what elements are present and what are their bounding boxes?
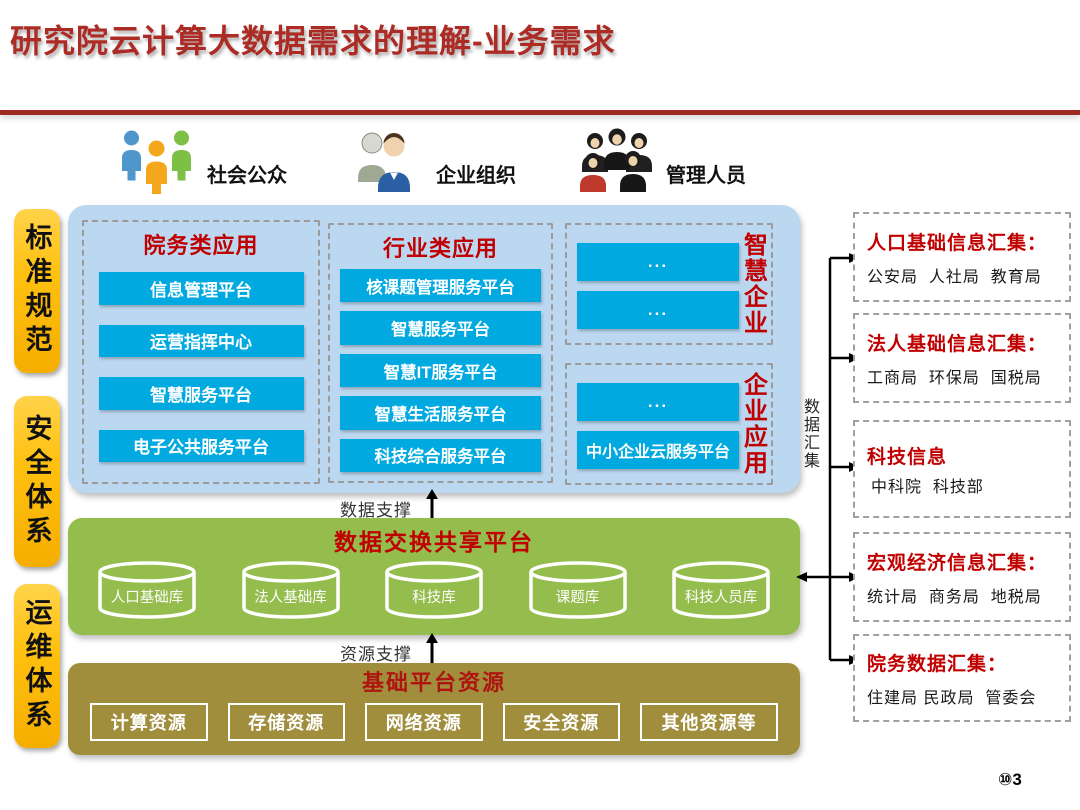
user-group-enterprise: 企业组织: [352, 130, 516, 194]
exchange-title: 数据交换共享平台: [334, 529, 534, 555]
collect-sources: 工商局 环保局 国税局: [867, 369, 1042, 387]
base-platform-panel: 基础平台资源 计算资源 存储资源 网络资源 安全资源 其他资源等: [68, 663, 800, 755]
page-title: 研究院云计算大数据需求的理解-业务需求: [10, 23, 616, 59]
platform-item: 科技综合服务平台: [340, 438, 541, 473]
platform-item: 中小企业云服务平台: [577, 431, 739, 469]
collect-title: 人口基础信息汇集：: [867, 232, 1048, 254]
platform-item: 智慧服务平台: [98, 377, 304, 410]
database-label: 法人基础库: [254, 590, 327, 606]
data-exchange-panel: 数据交换共享平台 人口基础库 法人基础库 科技库 课题库 科技人员库: [68, 518, 800, 635]
collect-box-legal: 法人基础信息汇集： 工商局 环保局 国税局: [853, 313, 1071, 403]
group-title: 企业应用: [739, 372, 767, 476]
database-label: 人口基础库: [110, 590, 184, 606]
managers-users-icon: [580, 128, 652, 192]
collect-title: 院务数据汇集：: [867, 653, 1008, 675]
group-title: 行业类应用: [382, 236, 498, 261]
user-group-label: 企业组织: [436, 165, 516, 187]
database-cylinder: 科技人员库: [668, 559, 774, 621]
up-arrow-icon: [426, 633, 438, 665]
user-group-label: 管理人员: [666, 165, 746, 187]
database-cylinder: 人口基础库: [94, 559, 200, 621]
public-users-icon: [122, 130, 191, 194]
group-title: 智慧企业: [739, 232, 767, 336]
group-title: 院务类应用: [143, 233, 259, 258]
platform-item: 信息管理平台: [98, 272, 304, 305]
app-group-smart-enterprise: ... ... 智慧企业: [565, 223, 773, 345]
app-group-enterprise-apps: ... 中小企业云服务平台 企业应用: [565, 363, 773, 485]
platform-item: ...: [577, 243, 739, 281]
resource-box: 存储资源: [227, 703, 346, 741]
collect-box-macroeconomy: 宏观经济信息汇集： 统计局 商务局 地税局: [853, 532, 1071, 622]
user-group-managers: 管理人员: [578, 128, 746, 194]
application-layer-panel: 院务类应用 信息管理平台 运营指挥中心 智慧服务平台 电子公共服务平台 行业类应…: [68, 205, 800, 493]
database-label: 课题库: [555, 590, 600, 606]
collect-title: 法人基础信息汇集：: [867, 333, 1048, 355]
platform-item: 核课题管理服务平台: [340, 269, 541, 303]
platform-item: ...: [577, 291, 739, 329]
data-support-label: 数据支撑: [340, 501, 412, 520]
platform-item: 运营指挥中心: [98, 324, 304, 357]
user-group-public: 社会公众: [115, 128, 287, 194]
platform-item: 智慧服务平台: [340, 311, 541, 345]
database-label: 科技人员库: [684, 590, 758, 606]
platform-item: 智慧生活服务平台: [340, 396, 541, 430]
up-arrow-icon: [426, 489, 438, 519]
user-group-label: 社会公众: [207, 165, 287, 187]
pillar-standards: 标准规范: [14, 209, 60, 373]
pillar-operations: 运维体系: [14, 584, 60, 748]
collect-sources: 统计局 商务局 地税局: [867, 588, 1042, 606]
pillar-label: 运维体系: [21, 598, 52, 734]
data-collection-label: 数据汇集: [801, 398, 818, 470]
database-cylinder: 法人基础库: [238, 559, 344, 621]
pillar-security: 安全体系: [14, 396, 60, 567]
collect-title: 科技信息: [867, 446, 948, 468]
collect-sources: 公安局 人社局 教育局: [867, 268, 1042, 286]
database-cylinder: 科技库: [381, 559, 487, 621]
page-number: ⑩3: [998, 770, 1022, 789]
base-platform-title: 基础平台资源: [361, 670, 506, 695]
collect-title: 宏观经济信息汇集：: [867, 552, 1048, 574]
pillar-label: 标准规范: [21, 223, 52, 359]
title-divider: [0, 110, 1080, 115]
enterprise-users-icon: [358, 132, 410, 192]
collect-box-science: 科技信息 中科院 科技部: [853, 420, 1071, 518]
database-cylinder: 课题库: [525, 559, 631, 621]
resource-support-label: 资源支撑: [340, 645, 412, 664]
app-group-institute: 院务类应用 信息管理平台 运营指挥中心 智慧服务平台 电子公共服务平台: [82, 220, 320, 484]
collect-sources: 住建局 民政局 管委会: [867, 689, 1037, 707]
resource-box: 其他资源等: [640, 703, 779, 741]
pillar-label: 安全体系: [21, 413, 52, 550]
platform-item: ...: [577, 383, 739, 421]
collect-box-population: 人口基础信息汇集： 公安局 人社局 教育局: [853, 212, 1071, 302]
platform-item: 智慧IT服务平台: [340, 353, 541, 388]
app-group-industry: 行业类应用 核课题管理服务平台 智慧服务平台 智慧IT服务平台 智慧生活服务平台…: [328, 223, 553, 483]
resource-box: 安全资源: [502, 703, 621, 741]
database-label: 科技库: [412, 590, 456, 606]
collect-sources: 中科院 科技部: [871, 478, 984, 496]
collect-box-institute-affairs: 院务数据汇集： 住建局 民政局 管委会: [853, 634, 1071, 722]
resource-box: 网络资源: [365, 703, 483, 741]
resource-box: 计算资源: [90, 703, 208, 741]
platform-item: 电子公共服务平台: [98, 429, 304, 462]
